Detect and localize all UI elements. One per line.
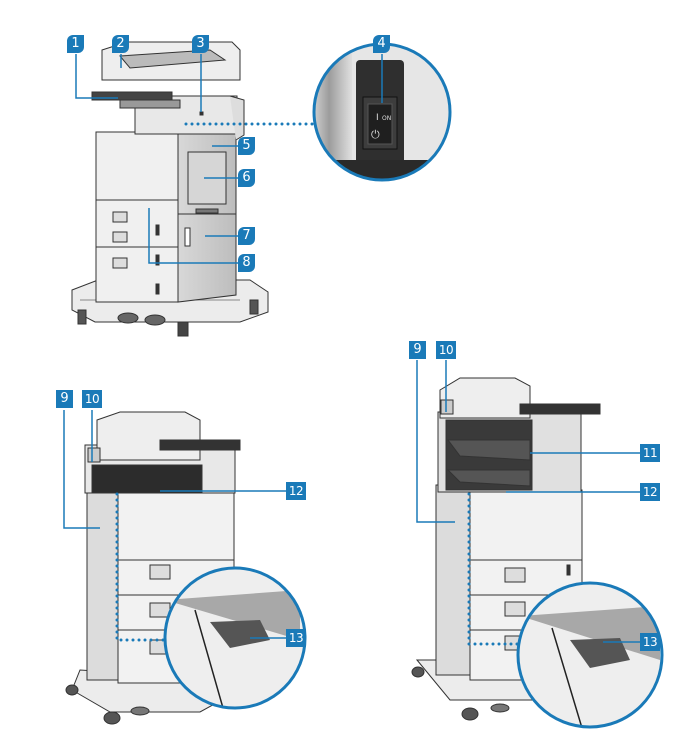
- leader-lines-finisher: [416, 360, 640, 643]
- callout-badge-13: 13: [286, 629, 306, 647]
- callout-badge-12: 12: [640, 483, 660, 501]
- callout-badge-12: 12: [286, 482, 306, 500]
- leader-lines-rear: [63, 410, 286, 639]
- callout-badge-9: 9: [56, 390, 73, 408]
- callout-badge-4: 4: [373, 35, 390, 53]
- leader-lines-front: [75, 54, 383, 264]
- callout-badge-1: 1: [67, 35, 84, 53]
- svg-text:ON: ON: [382, 115, 391, 122]
- callout-badge-7: 7: [238, 227, 255, 245]
- printer-front-view: [71, 41, 269, 337]
- callout-badge-5: 5: [238, 137, 255, 155]
- callout-badge-10: 10: [436, 341, 456, 359]
- tray-lever-inset: [518, 583, 662, 727]
- callout-badge-2: 2: [112, 35, 129, 53]
- callout-badge-13: 13: [640, 633, 660, 651]
- callout-badge-9: 9: [409, 341, 426, 359]
- svg-text:⏻: ⏻: [371, 128, 380, 141]
- dotted-connector: [115, 492, 187, 642]
- callout-badge-3: 3: [192, 35, 209, 53]
- callout-badge-10: 10: [82, 390, 102, 408]
- printer-finisher-view: [411, 377, 601, 721]
- svg-text:I: I: [376, 113, 379, 123]
- dotted-connector: [467, 492, 542, 646]
- callout-badge-8: 8: [238, 254, 255, 272]
- callout-badge-6: 6: [238, 169, 255, 187]
- callout-badge-11: 11: [640, 444, 660, 462]
- inset-circle: [516, 581, 664, 729]
